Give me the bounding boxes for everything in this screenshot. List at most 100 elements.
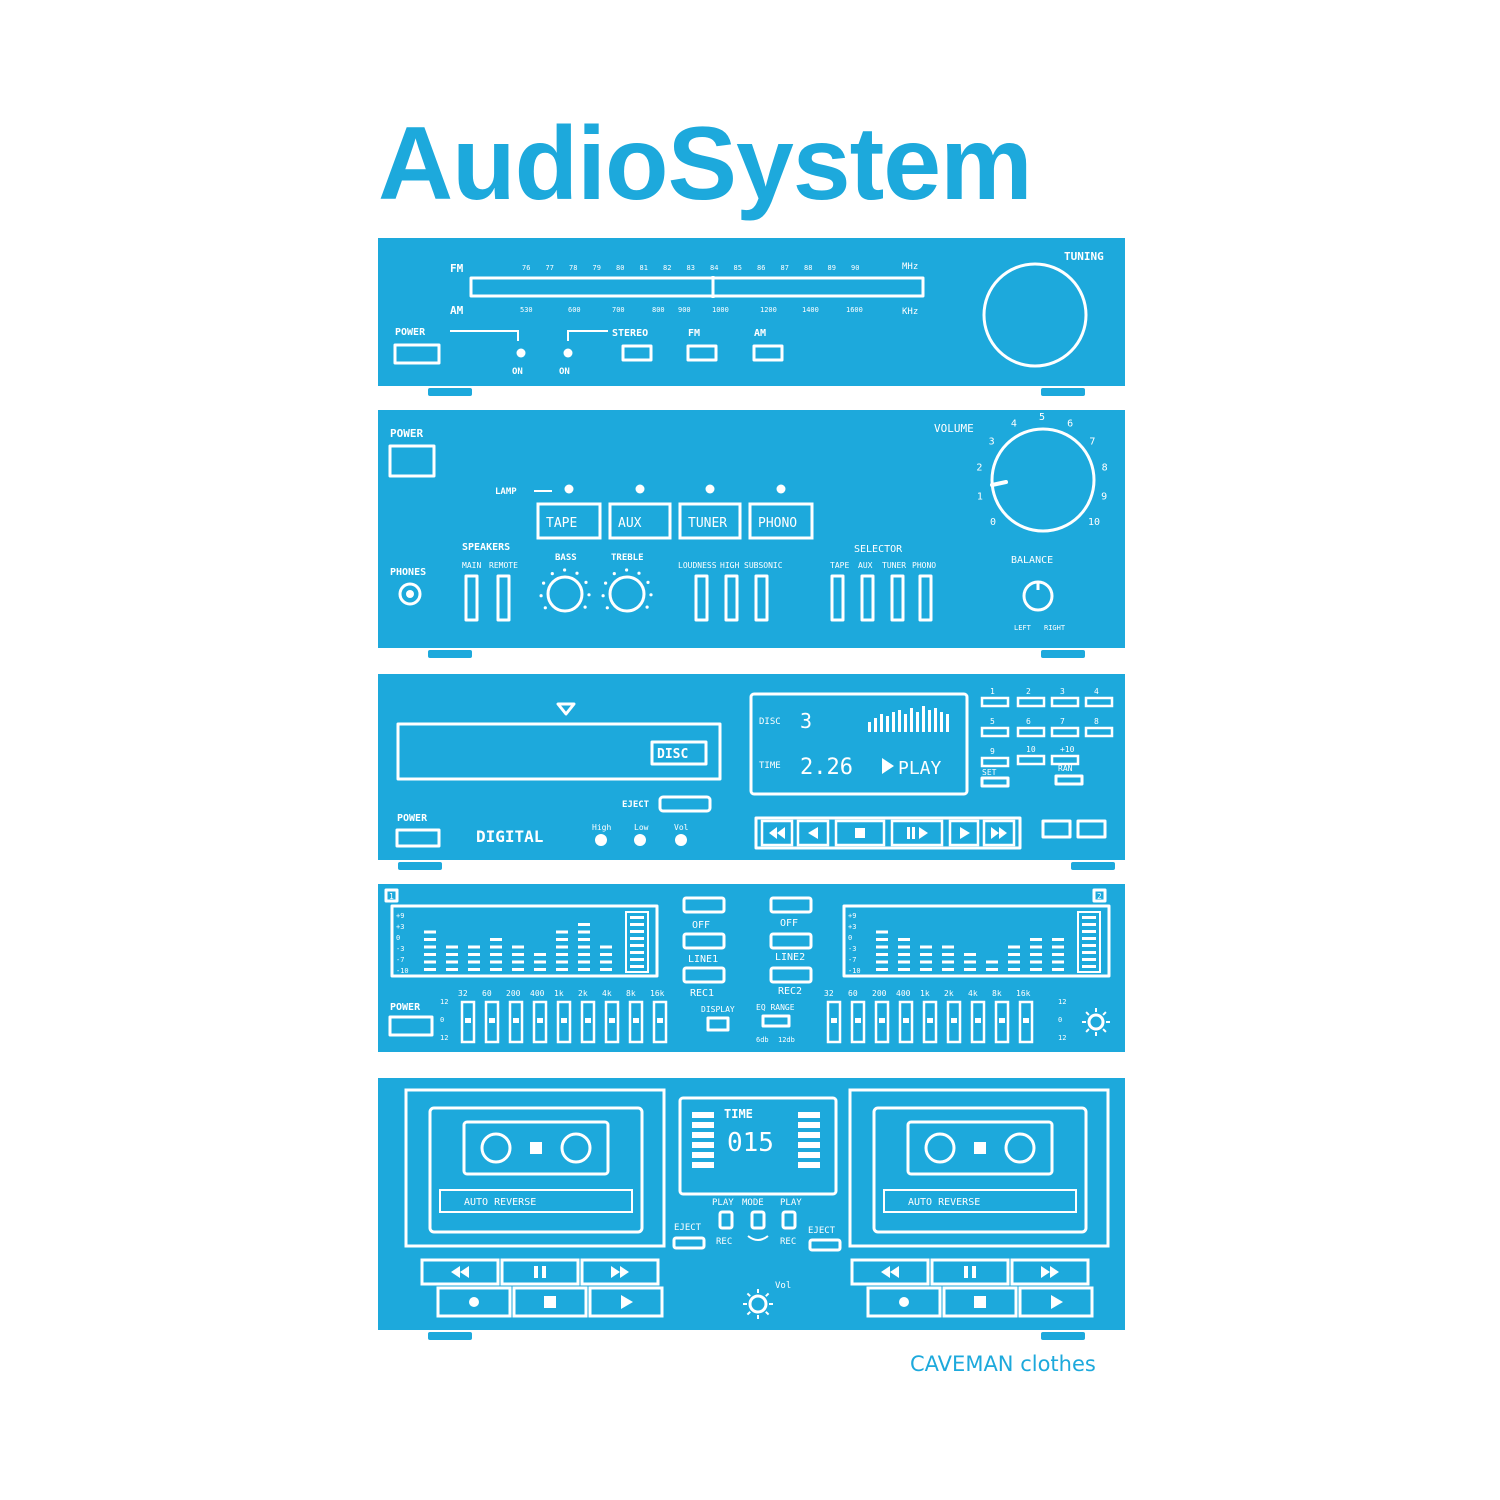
keypad-button-7[interactable] (1050, 726, 1080, 738)
cd-eject-button[interactable] (658, 795, 712, 813)
deck-left-rewind-button[interactable] (420, 1258, 500, 1286)
eq-slider-left-8k[interactable] (628, 1000, 644, 1044)
eq-slider-left-2k[interactable] (580, 1000, 596, 1044)
fm-button[interactable] (686, 344, 718, 362)
line2-button[interactable] (769, 932, 813, 950)
speaker-remote-switch[interactable] (496, 574, 511, 622)
eq-slider-right-32[interactable] (826, 1000, 842, 1044)
cd-vol-knob[interactable] (675, 834, 687, 846)
eq-slider-right-200[interactable] (874, 1000, 890, 1044)
pause-play-button[interactable] (890, 819, 944, 847)
eq-slider-right-1k[interactable] (922, 1000, 938, 1044)
input-button-tuner[interactable] (678, 502, 742, 540)
volume-knob[interactable] (990, 427, 1096, 533)
eq-slider-right-400[interactable] (898, 1000, 914, 1044)
keypad-button-1[interactable] (980, 696, 1010, 708)
next-track-button[interactable] (982, 819, 1016, 847)
am-button[interactable] (752, 344, 784, 362)
subsonic-switch[interactable] (754, 574, 769, 622)
phones-jack[interactable] (398, 582, 422, 606)
deck-left-pause-button[interactable] (500, 1258, 580, 1286)
deck-mode-button[interactable] (750, 1210, 766, 1230)
repeat-all-button[interactable] (1076, 819, 1107, 839)
eq-power-button[interactable] (388, 1015, 434, 1037)
keypad-button-+10[interactable] (1050, 754, 1080, 766)
high-filter-switch[interactable] (724, 574, 739, 622)
keypad-button-10[interactable] (1016, 754, 1046, 766)
deck-right-play-button[interactable] (1018, 1286, 1094, 1318)
deck-eject-left-button[interactable] (672, 1236, 706, 1250)
stop-button[interactable] (834, 819, 886, 847)
cassette-door-left[interactable] (404, 1088, 666, 1248)
cassette-door-right[interactable] (848, 1088, 1110, 1248)
input-button-tape[interactable] (536, 502, 602, 540)
keypad-button-8[interactable] (1084, 726, 1114, 738)
set-button[interactable] (980, 776, 1010, 788)
eq-slider-right-8k[interactable] (994, 1000, 1010, 1044)
tuning-knob[interactable] (982, 262, 1088, 368)
repeat-one-button[interactable] (1041, 819, 1072, 839)
line1-off-button[interactable] (682, 896, 726, 914)
cd-high-knob[interactable] (595, 834, 607, 846)
deck-vol-knob[interactable] (748, 1294, 768, 1314)
selector-tape-switch[interactable] (830, 574, 845, 622)
keypad-button-3[interactable] (1050, 696, 1080, 708)
cd-meter-bar (892, 712, 895, 732)
keypad-button-5[interactable] (980, 726, 1010, 738)
display-button[interactable] (706, 1016, 730, 1032)
stereo-button[interactable] (621, 344, 653, 362)
eq-slider-left-400[interactable] (532, 1000, 548, 1044)
eq-slider-left-1k[interactable] (556, 1000, 572, 1044)
eq-slider-left-32[interactable] (460, 1000, 476, 1044)
eq-slider-left-4k[interactable] (604, 1000, 620, 1044)
deck-right-rewind-button[interactable] (850, 1258, 930, 1286)
selector-phono-switch[interactable] (918, 574, 933, 622)
loudness-switch[interactable] (694, 574, 709, 622)
eq-slider-right-2k[interactable] (946, 1000, 962, 1044)
deck-play-rec-right-button[interactable] (781, 1210, 797, 1230)
rec1-button[interactable] (682, 966, 726, 984)
disc-tray[interactable] (396, 722, 722, 781)
line2-off-button[interactable] (769, 896, 813, 914)
deck-left-play-button[interactable] (588, 1286, 664, 1318)
rewind-button[interactable] (796, 819, 830, 847)
eq-range-switch[interactable] (761, 1014, 791, 1028)
eq-slider-right-60[interactable] (850, 1000, 866, 1044)
cd-low-knob[interactable] (634, 834, 646, 846)
tuner-power-button[interactable] (393, 343, 441, 365)
deck-left-fast-forward-button[interactable] (580, 1258, 660, 1286)
treble-knob[interactable] (608, 575, 646, 613)
deck-play-rec-left-button[interactable] (718, 1210, 734, 1230)
keypad-button-4[interactable] (1084, 696, 1114, 708)
eq-band-label: 16k (650, 989, 665, 998)
eq-slider-left-200[interactable] (508, 1000, 524, 1044)
deck-right-stop-button[interactable] (942, 1286, 1018, 1318)
eq-slider-left-60[interactable] (484, 1000, 500, 1044)
deck-right-pause-button[interactable] (930, 1258, 1010, 1286)
deck-right-record-button[interactable] (866, 1286, 942, 1318)
eq-slider-left-16k[interactable] (652, 1000, 668, 1044)
keypad-button-6[interactable] (1016, 726, 1046, 738)
deck-eject-right-button[interactable] (808, 1238, 842, 1252)
cd-power-button[interactable] (395, 828, 441, 848)
line1-button[interactable] (682, 932, 726, 950)
keypad-button-2[interactable] (1016, 696, 1046, 708)
input-button-phono[interactable] (748, 502, 814, 540)
eq-slider-right-16k[interactable] (1018, 1000, 1034, 1044)
random-button[interactable] (1054, 774, 1084, 786)
amp-power-button[interactable] (388, 444, 436, 478)
eq-slider-right-4k[interactable] (970, 1000, 986, 1044)
volume-scale-label: 1 (977, 492, 983, 503)
selector-aux-switch[interactable] (860, 574, 875, 622)
prev-track-button[interactable] (760, 819, 794, 847)
input-button-aux[interactable] (608, 502, 672, 540)
deck-right-fast-forward-button[interactable] (1010, 1258, 1090, 1286)
deck-left-record-button[interactable] (436, 1286, 512, 1318)
selector-tuner-switch[interactable] (890, 574, 905, 622)
bass-knob[interactable] (546, 575, 584, 613)
keypad-button-9[interactable] (980, 756, 1010, 768)
play-button[interactable] (948, 819, 980, 847)
deck-left-stop-button[interactable] (512, 1286, 588, 1318)
speaker-main-switch[interactable] (464, 574, 479, 622)
rec2-button[interactable] (769, 966, 813, 984)
